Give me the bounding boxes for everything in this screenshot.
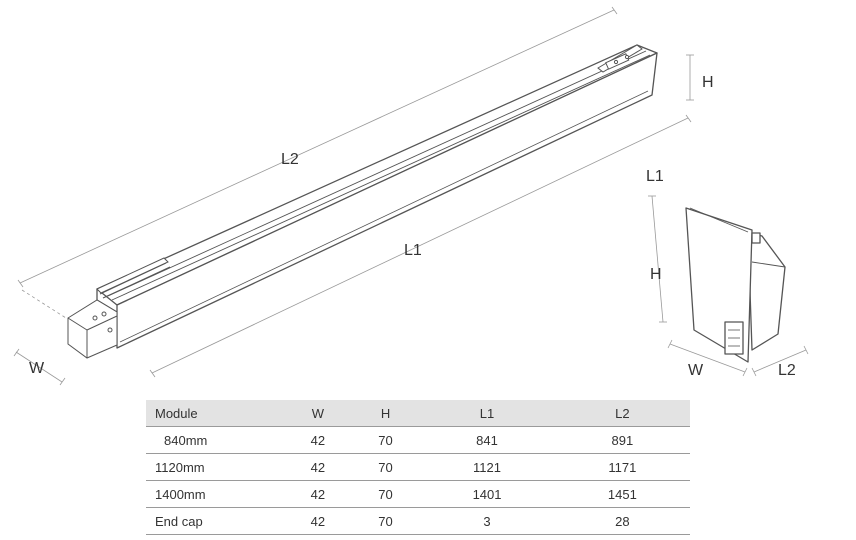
cell-w: 42 [284,426,352,454]
cell-module: 1400mm [146,480,284,508]
dimensions-table: Module W H L1 L2 840mm 42 70 841 891 112… [146,400,690,535]
cell-l1: 1121 [419,453,555,481]
table-row: 840mm 42 70 841 891 [146,426,690,454]
main-h-label: H [702,74,714,91]
table-header-row: Module W H L1 L2 [146,400,690,427]
end-cap [685,207,786,363]
cell-l1: 841 [419,426,555,454]
main-l2-label: L2 [281,151,299,168]
end-cap-dimension-lines [648,195,809,377]
cap-l1-label: L1 [646,168,664,185]
column-header-l2: L2 [554,400,690,427]
cell-w: 42 [284,507,352,535]
main-l1-label: L1 [404,242,422,259]
cell-w: 42 [284,480,352,508]
cell-h: 70 [351,453,420,481]
table-row: 1400mm 42 70 1401 1451 [146,480,690,508]
table-row: End cap 42 70 3 28 [146,507,690,535]
column-header-w: W [284,400,352,427]
table-row: 1120mm 42 70 1121 1171 [146,453,690,481]
product-dimension-drawing: L2 L1 H W L1 H W L2 [13,6,809,386]
cap-w-label: W [688,362,704,379]
cap-l2-label: L2 [778,362,796,379]
luminaire-body [96,44,658,349]
cell-h: 70 [351,480,420,508]
cell-l2: 28 [554,507,690,535]
cell-l2: 1171 [554,453,690,481]
cell-w: 42 [284,453,352,481]
main-w-label: W [29,360,45,377]
cell-l1: 1401 [419,480,555,508]
cell-l2: 891 [554,426,690,454]
cell-module: 840mm [146,426,284,454]
cell-module: End cap [146,507,284,535]
cell-l1: 3 [419,507,555,535]
left-end-connector [67,257,171,359]
cell-l2: 1451 [554,480,690,508]
cap-h-label: H [650,266,662,283]
cell-h: 70 [351,426,420,454]
column-header-l1: L1 [419,400,555,427]
cell-module: 1120mm [146,453,284,481]
right-end-connector [597,44,643,73]
cell-h: 70 [351,507,420,535]
column-header-module: Module [146,400,284,427]
column-header-h: H [351,400,420,427]
main-dimension-lines [13,6,694,386]
